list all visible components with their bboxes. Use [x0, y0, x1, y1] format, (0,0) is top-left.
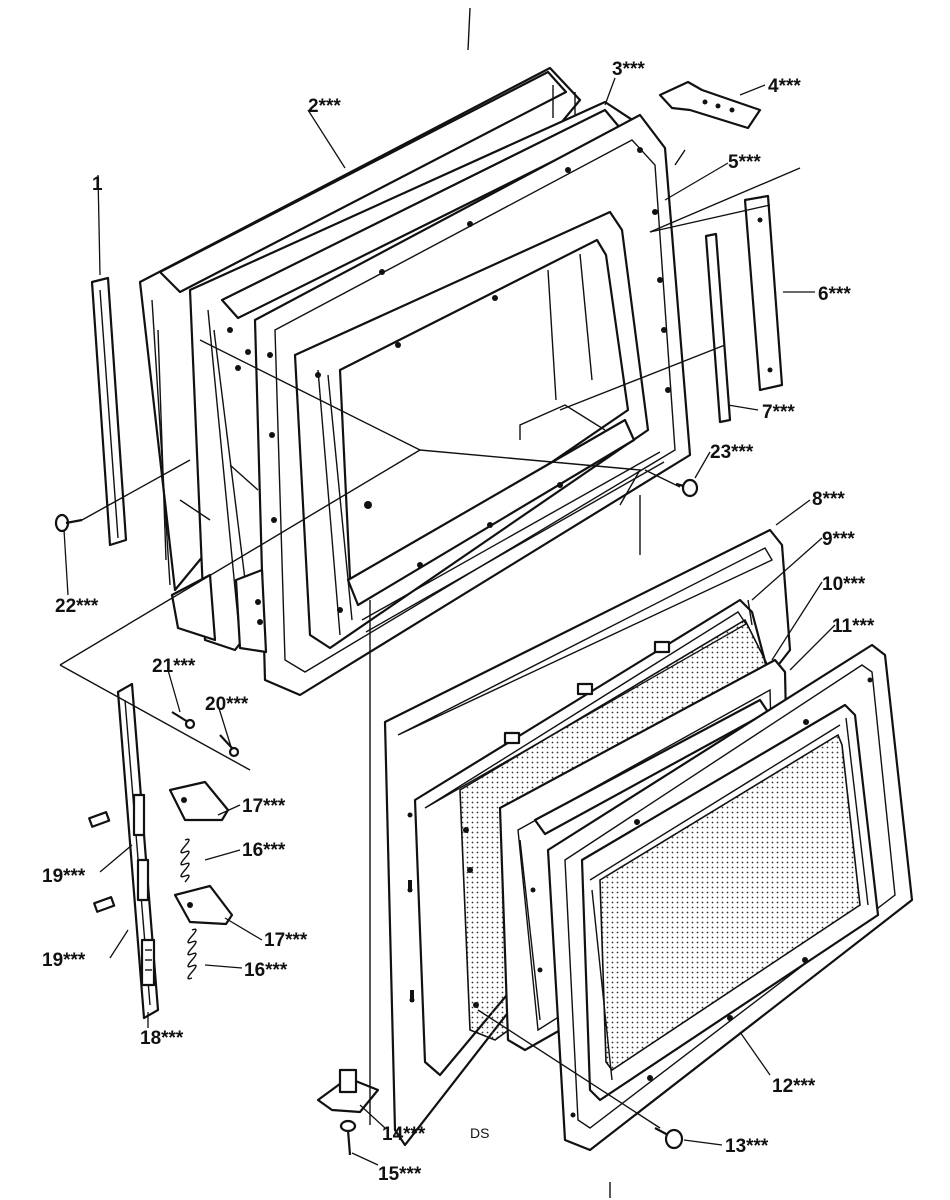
- part-13-screw: [654, 1127, 684, 1150]
- center-mark-top: [467, 7, 471, 51]
- callout-6: 6***: [818, 284, 851, 305]
- part-23-screw: [675, 478, 699, 498]
- callout-17-lower: 17***: [264, 930, 308, 951]
- callout-13: 13***: [725, 1136, 769, 1157]
- part-6-right-strip: [743, 194, 784, 392]
- callout-20: 20***: [205, 694, 249, 715]
- outer-door-assembly: [138, 66, 692, 697]
- part-2-top-flange: [158, 70, 568, 294]
- callout-17-upper: 17***: [242, 796, 286, 817]
- callout-7: 7***: [762, 402, 795, 423]
- part-14-lower-bracket: [316, 1068, 380, 1114]
- part-19-pin-upper: [88, 811, 111, 828]
- callout-3: 3***: [612, 59, 645, 80]
- part-22-screw: [54, 513, 83, 533]
- part-1-side-strip: [90, 276, 128, 547]
- assembly-guide-lines: [59, 149, 801, 1129]
- callout-2: 2***: [308, 96, 341, 117]
- part-16-spring-upper: [180, 838, 190, 883]
- callout-1: 1: [92, 174, 103, 195]
- drawing-code: DS: [470, 1125, 489, 1141]
- callout-19-lower: 19***: [42, 950, 86, 971]
- callout-4: 4***: [768, 76, 801, 97]
- callout-22: 22***: [55, 596, 99, 617]
- part-20-screw: [219, 734, 240, 758]
- callout-19-upper: 19***: [42, 866, 86, 887]
- part-17-latch-arm-lower: [173, 884, 234, 926]
- callout-21: 21***: [152, 656, 196, 677]
- part-16-spring-lower: [187, 928, 197, 980]
- callout-5: 5***: [728, 152, 761, 173]
- part-21-screw: [171, 711, 196, 730]
- callout-15: 15***: [378, 1164, 422, 1185]
- callout-16-lower: 16***: [244, 960, 288, 981]
- part-18-hinge-plate: [116, 682, 160, 1020]
- part-15-screw: [339, 1119, 357, 1156]
- callout-16-upper: 16***: [242, 840, 286, 861]
- part-7-thin-strip: [704, 232, 732, 424]
- callout-9: 9***: [822, 529, 855, 550]
- part-12-glass-frame: [546, 643, 914, 1152]
- callout-18: 18***: [140, 1028, 184, 1049]
- part-12-glass-mesh: [599, 733, 861, 1072]
- callout-11: 11***: [832, 616, 875, 637]
- part-4-hinge-bracket: [658, 80, 762, 130]
- callout-10: 10***: [822, 574, 866, 595]
- callout-23: 23***: [710, 442, 754, 463]
- frame-lower-rail: [346, 418, 636, 607]
- leader-lines: [63, 77, 836, 1166]
- callout-8: 8***: [812, 489, 845, 510]
- part-17-latch-arm-upper: [168, 780, 230, 822]
- callout-12: 12***: [772, 1076, 816, 1097]
- callout-14: 14***: [382, 1124, 426, 1145]
- part-19-pin-lower: [93, 896, 116, 913]
- frame-foot-right: [234, 568, 268, 654]
- callout-labels: 1 2*** 3*** 4*** 5*** 6*** 7*** 23*** 8*…: [42, 59, 875, 1185]
